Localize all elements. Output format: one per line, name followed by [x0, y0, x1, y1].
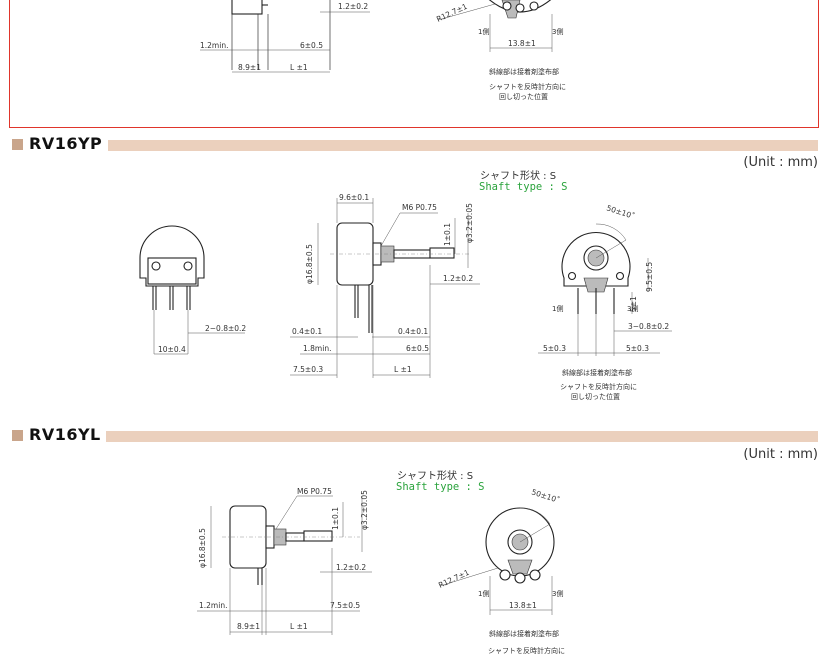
rv16yl-note-2: シャフトを反時計方向に	[488, 646, 565, 655]
rv16yp-shaft-type-en: Shaft type : S	[479, 181, 568, 193]
rv16yp-pin3-label: 3側	[627, 304, 638, 313]
rv16yl-side-length: L ±1	[290, 622, 308, 631]
top-note-1: 斜線部は接着剤塗布部	[489, 67, 559, 76]
section-header-bar	[106, 431, 818, 442]
top-dim-2: 1.2min.	[200, 41, 228, 50]
rv16yp-back-pins: 3−0.8±0.2	[628, 322, 669, 331]
rv16yl-unit: (Unit : mm)	[743, 447, 818, 462]
rv16yl-back-angle: 50±10˚	[530, 487, 560, 505]
rv16yl-side-depth: 8.9±1	[237, 622, 260, 631]
previous-model-frame	[9, 0, 819, 128]
rv16yl-note-1: 斜線部は接着剤塗布部	[489, 629, 559, 638]
top-dim-3: 6±0.5	[300, 41, 323, 50]
rv16yl-back-view: 50±10˚ R12.7±1 13.8±1 1側 3側 斜線部は接着剤塗布部 シ…	[437, 487, 565, 655]
rv16yp-back-height: 9.5±0.5	[645, 262, 654, 292]
top-pin1-label: 1側	[478, 27, 489, 36]
rv16yp-back-pitch-l: 5±0.3	[543, 344, 566, 353]
rv16yp-side-flat: 1±0.1	[443, 223, 452, 246]
rv16yp-note-3: 回し切った位置	[571, 392, 620, 401]
rv16yp-back-angle: 50±10˚	[605, 203, 635, 221]
rv16yl-shaft-type-ja: シャフト形状 : S	[397, 471, 474, 482]
top-note-3: 回し切った位置	[499, 92, 548, 101]
rv16yl-side-bushing: 7.5±0.5	[330, 601, 360, 610]
top-pin3-label: 3側	[552, 27, 563, 36]
rv16yl-side-dia: φ16.8±0.5	[198, 528, 207, 568]
rv16yl-side-mount: 1.2min.	[199, 601, 227, 610]
rv16yp-note-2: シャフトを反時計方向に	[560, 382, 637, 391]
top-side-body	[231, 0, 263, 15]
rv16yl-drawing: M6 P0.75 φ16.8±0.5 1±0.1 φ3.2±0.05 1.2±0…	[197, 487, 565, 655]
rv16yp-side-dim-body: 9.6±0.1	[339, 193, 369, 202]
top-dim-6: 13.8±1	[508, 39, 536, 48]
rv16yl-side-view: M6 P0.75 φ16.8±0.5 1±0.1 φ3.2±0.05 1.2±0…	[197, 487, 372, 635]
rv16yl-back-width: 13.8±1	[509, 601, 537, 610]
rv16yp-side-pin-r: 0.4±0.1	[398, 327, 428, 336]
rv16yp-front-view: 2−0.8±0.2 10±0.4	[139, 225, 246, 355]
top-dim-1: 1.2±0.2	[338, 2, 368, 11]
top-dim-5: L ±1	[290, 63, 308, 72]
rv16yl-side-shaft-dia: φ3.2±0.05	[360, 490, 369, 530]
rv16yl-section-header: RV16YL	[12, 425, 818, 444]
rv16yp-side-length: L ±1	[394, 365, 412, 374]
rv16yl-pin1-label: 1側	[478, 589, 489, 598]
rv16yp-side-pin-l: 0.4±0.1	[292, 327, 322, 336]
rv16yl-side-slot: 1.2±0.2	[336, 563, 366, 572]
rv16yp-note-1: 斜線部は接着剤塗布部	[562, 368, 632, 377]
rv16yp-front-dim-pitch: 10±0.4	[158, 345, 186, 354]
top-dim-4: 8.9±1	[238, 63, 261, 72]
rv16yp-title: RV16YP	[29, 134, 103, 153]
rv16yp-side-depth: 7.5±0.3	[293, 365, 323, 374]
rv16yp-back-pitch-r: 5±0.3	[626, 344, 649, 353]
rv16yp-side-bushing: 6±0.5	[406, 344, 429, 353]
rv16yl-back-radius: R12.7±1	[437, 568, 471, 590]
rv16yp-back-lead: 5±1	[629, 296, 638, 312]
section-header-bar	[108, 140, 818, 151]
rv16yp-front-dim-pins: 2−0.8±0.2	[205, 324, 246, 333]
rv16yp-side-mount: 1.8min.	[303, 344, 331, 353]
rv16yp-side-thread: M6 P0.75	[402, 203, 437, 212]
top-fragment-drawing: 1.2±0.2 1.2min. 6±0.5 8.9±1 L ±1 R12.7±1…	[200, 0, 566, 101]
rv16yl-title: RV16YL	[29, 425, 101, 444]
rv16yp-back-view: 50±10˚ 9.5±0.5 5±1 3−0.8±0.2 5±0.3 5±0.3…	[538, 203, 672, 401]
section-marker-square	[12, 430, 23, 441]
rv16yp-side-dia: φ16.8±0.5	[305, 244, 314, 284]
rv16yl-side-thread: M6 P0.75	[297, 487, 332, 496]
top-note-2: シャフトを反時計方向に	[489, 82, 566, 91]
section-marker-square	[12, 139, 23, 150]
rv16yp-unit: (Unit : mm)	[743, 155, 818, 170]
rv16yp-side-view: 9.6±0.1 M6 P0.75 φ16.8±0.5 1±0.1 φ3.2±0.…	[290, 193, 480, 378]
rv16yp-side-slot: 1.2±0.2	[443, 274, 473, 283]
rv16yp-shaft-type-ja: シャフト形状 : S	[480, 171, 557, 182]
rv16yl-side-flat: 1±0.1	[331, 507, 340, 530]
rv16yp-pin1-label: 1側	[552, 304, 563, 313]
rv16yp-drawing: 2−0.8±0.2 10±0.4 9.6±0.1 M6 P0.75 φ16.8±…	[139, 193, 672, 401]
rv16yl-pin3-label: 3側	[552, 589, 563, 598]
rv16yl-shaft-type-en: Shaft type : S	[396, 481, 485, 493]
rv16yp-section-header: RV16YP	[12, 134, 818, 153]
rv16yp-side-shaft-dia: φ3.2±0.05	[465, 203, 474, 243]
